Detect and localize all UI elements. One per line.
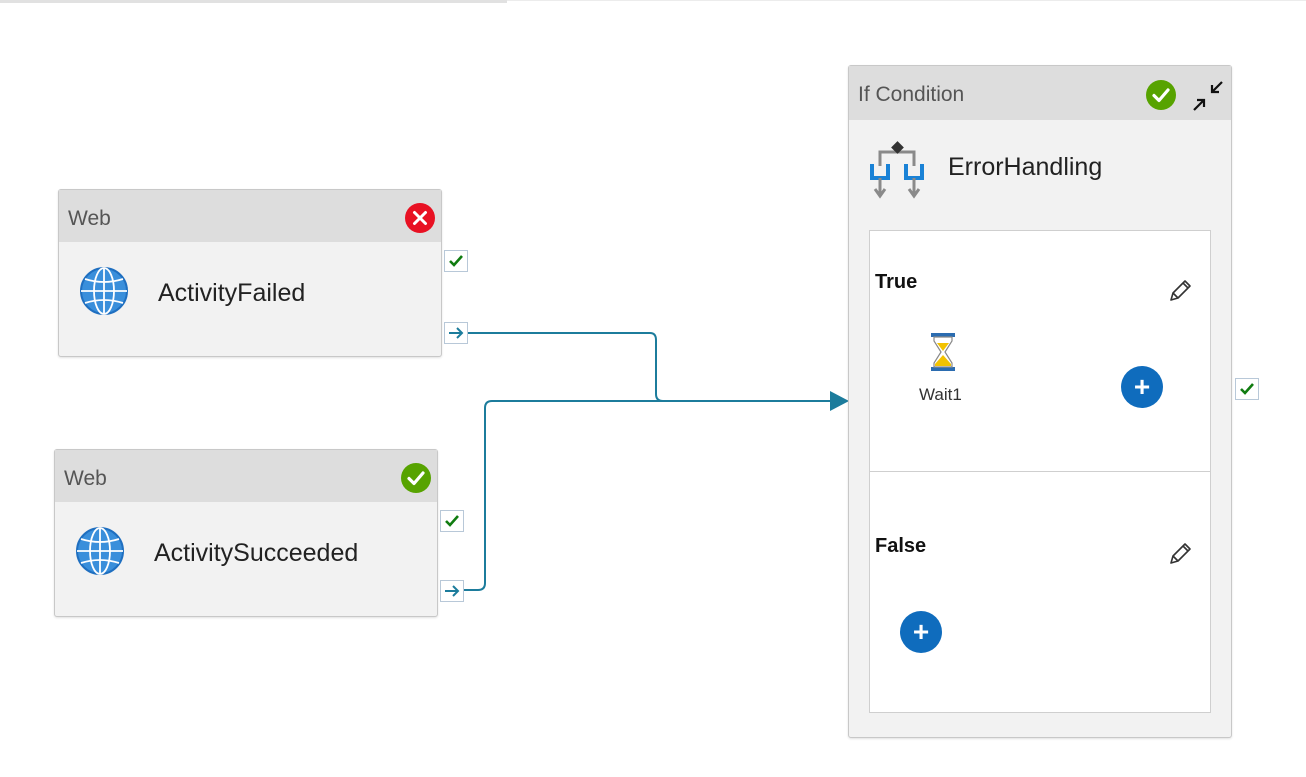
add-activity-button[interactable]: +: [1121, 366, 1163, 408]
activity-card-header: Web: [55, 450, 437, 502]
add-activity-button[interactable]: +: [900, 611, 942, 653]
toolbar-divider: [0, 0, 507, 3]
if-condition-header: If Condition: [849, 66, 1231, 120]
false-branch-label: False: [875, 535, 927, 557]
activity-card-activityfailed[interactable]: Web ActivityFailed: [58, 189, 442, 357]
success-output-port[interactable]: [444, 250, 468, 272]
completion-output-port[interactable]: [444, 322, 468, 344]
globe-icon: [79, 266, 129, 316]
true-branch-panel[interactable]: True Wait1 +: [869, 230, 1211, 472]
success-output-port[interactable]: [440, 510, 464, 532]
pencil-icon[interactable]: [1166, 540, 1194, 568]
plus-icon: +: [1133, 371, 1151, 402]
wait-activity[interactable]: Wait1: [908, 333, 978, 405]
checkmark-icon: [1240, 383, 1254, 395]
if-condition-icon: [866, 140, 928, 202]
true-branch-label: True: [875, 271, 918, 293]
connector-arrowhead: [830, 391, 849, 411]
activity-type-label: Web: [68, 207, 111, 230]
if-condition-name: ErrorHandling: [948, 153, 1103, 181]
hourglass-icon: [929, 333, 957, 371]
success-output-port[interactable]: [1235, 378, 1259, 400]
activity-card-activitysucceeded[interactable]: Web ActivitySucceeded: [54, 449, 438, 617]
false-branch-panel[interactable]: False +: [869, 471, 1211, 713]
toolbar-divider-right: [507, 0, 1306, 1]
if-condition-activity[interactable]: If Condition ErrorHandling True: [848, 65, 1232, 738]
activity-name: ActivityFailed: [158, 279, 306, 307]
wait-activity-name: Wait1: [919, 385, 962, 404]
checkmark-icon: [449, 255, 463, 267]
activity-card-body: ActivityFailed: [59, 242, 441, 352]
activity-type-label: If Condition: [858, 83, 965, 106]
activity-card-body: ActivitySucceeded: [55, 502, 437, 612]
collapse-arrows-icon[interactable]: [1191, 79, 1225, 113]
connector-activitysucceeded-to-ifcondition[interactable]: [464, 400, 836, 591]
error-circle-icon[interactable]: [405, 203, 435, 233]
activity-card-header: Web: [59, 190, 441, 242]
activity-type-label: Web: [64, 467, 107, 490]
globe-icon: [75, 526, 125, 576]
arrow-right-icon: [445, 585, 460, 597]
pencil-icon[interactable]: [1166, 277, 1194, 305]
plus-icon: +: [912, 616, 930, 647]
checkmark-icon: [445, 515, 459, 527]
check-circle-icon[interactable]: [401, 463, 431, 493]
check-circle-icon[interactable]: [1146, 80, 1176, 110]
connector-activityfailed-to-ifcondition[interactable]: [468, 332, 836, 402]
completion-output-port[interactable]: [440, 580, 464, 602]
arrow-right-icon: [449, 327, 464, 339]
activity-name: ActivitySucceeded: [154, 539, 359, 567]
